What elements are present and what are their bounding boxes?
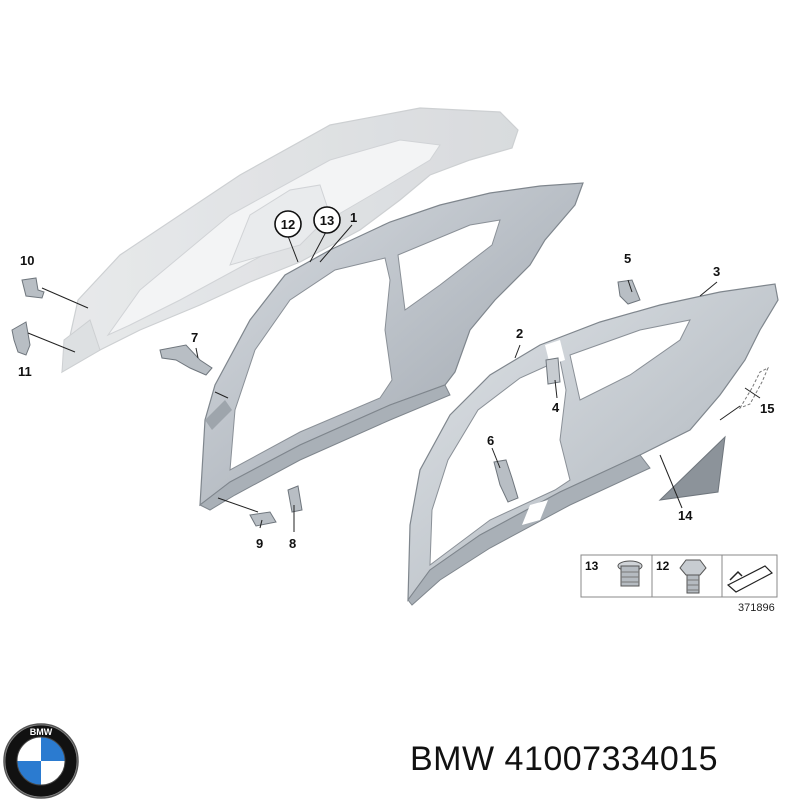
part-number: 41007334015 [504,740,719,778]
bracket-11[interactable] [11,321,31,356]
callout-12: 12 [281,217,295,232]
bracket-7[interactable] [159,344,213,376]
legend-13-label: 13 [585,559,599,573]
callout-8: 8 [289,536,296,551]
callout-13-circle: 13 [313,206,341,234]
callout-5: 5 [624,251,631,266]
bmw-logo-icon: BMW [3,723,79,799]
reference-number: 371896 [738,602,775,614]
callout-2: 2 [516,326,523,341]
callout-10: 10 [20,253,34,268]
callout-3: 3 [713,264,720,279]
bracket-8[interactable] [287,485,303,513]
patch-14[interactable] [658,435,726,501]
callout-7: 7 [191,330,198,345]
bracket-4[interactable] [545,357,561,385]
callout-6: 6 [487,433,494,448]
strip-15[interactable] [738,366,769,410]
bolt-12-icon [679,559,707,594]
callout-9: 9 [256,536,263,551]
callout-1: 1 [350,210,357,225]
bracket-10[interactable] [21,277,45,299]
logo-text: BMW [30,727,53,737]
bracket-6[interactable] [493,459,519,503]
side-frame-panel-3[interactable] [407,283,779,606]
bracket-9[interactable] [249,511,277,527]
adhesive-strip-icon [726,565,773,593]
legend-12-label: 12 [656,559,670,573]
callout-14: 14 [678,508,693,523]
leader-lines [27,224,761,532]
fastener-legend: 13 12 [580,554,778,598]
plug-13-icon [617,560,643,587]
brand-name: BMW [410,740,495,778]
callout-15: 15 [760,401,774,416]
callout-11: 11 [18,364,32,379]
callout-4: 4 [552,400,560,415]
callout-13: 13 [320,213,334,228]
side-frame-panel-1[interactable] [199,182,584,511]
callout-12-circle: 12 [274,210,302,238]
brand-caption: BMW 41007334015 [410,740,718,779]
bracket-5[interactable] [617,279,641,305]
